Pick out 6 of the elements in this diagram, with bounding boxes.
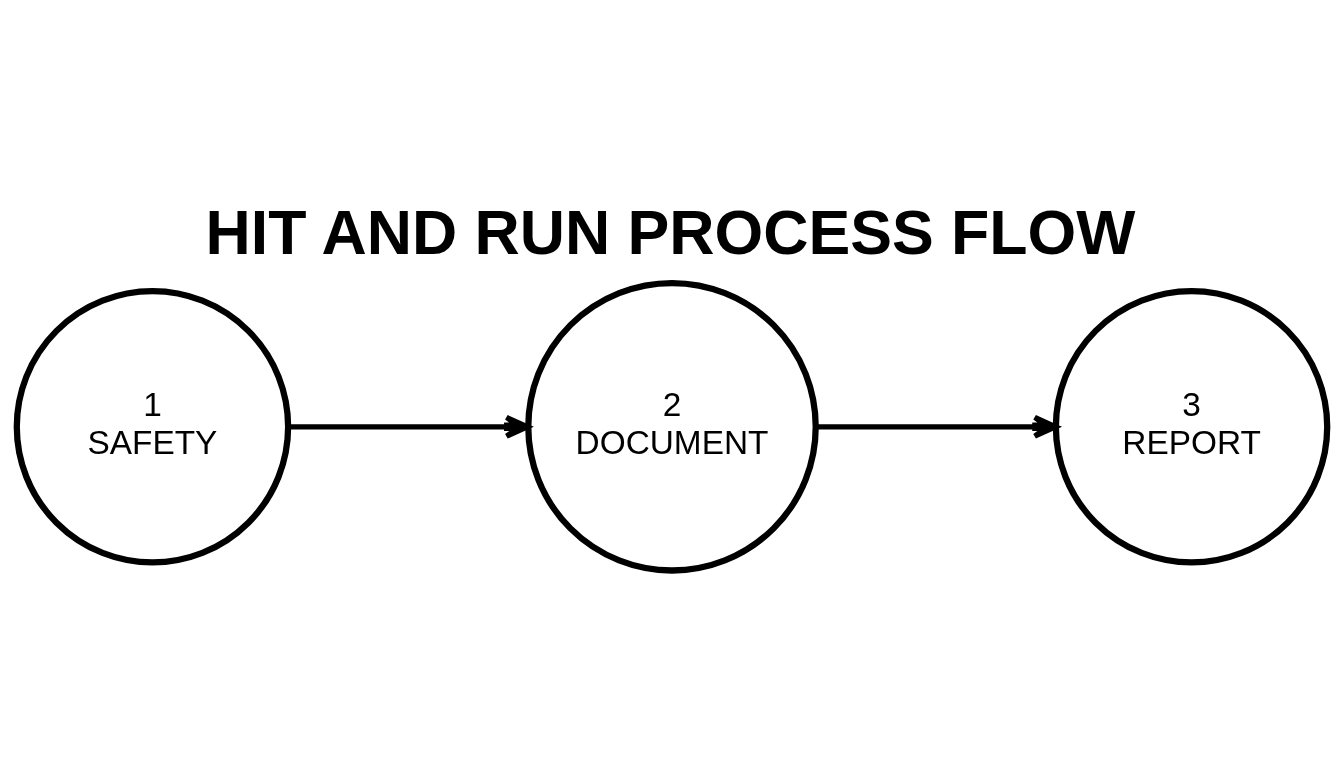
arrow <box>816 414 1059 439</box>
node-circle: 3 REPORT <box>1052 288 1331 566</box>
diagram-title: HIT AND RUN PROCESS FLOW <box>205 196 1136 267</box>
node-circle: 2 DOCUMENT <box>525 279 819 574</box>
node-circle: 1 SAFETY <box>13 288 292 566</box>
arrow <box>288 414 531 439</box>
